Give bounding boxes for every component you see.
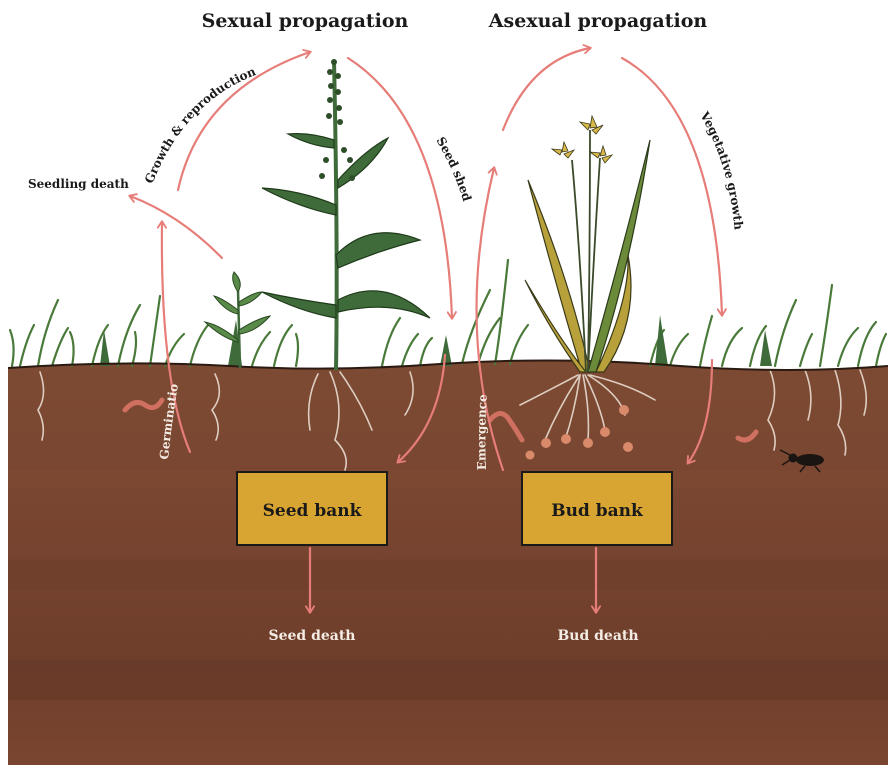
arrow-vegetative-growth bbox=[622, 58, 722, 315]
arrow-seedling-death bbox=[130, 196, 222, 258]
yellow-flower bbox=[552, 116, 612, 163]
label-growth-reproduction: Growth & reproduction bbox=[142, 64, 258, 185]
soil-layer bbox=[8, 360, 888, 765]
seed-bank-label: Seed bank bbox=[263, 501, 363, 521]
title-sexual-propagation: Sexual propagation bbox=[202, 10, 409, 32]
title-asexual-propagation: Asexual propagation bbox=[488, 10, 708, 32]
label-seedling-death: Seedling death bbox=[28, 177, 129, 191]
grass-blades bbox=[100, 315, 772, 366]
arrow-seed-shed bbox=[348, 58, 452, 318]
label-bud-death: Bud death bbox=[557, 628, 638, 644]
arrow-asexual-loop bbox=[503, 48, 590, 130]
bud-bank-box: Bud bank bbox=[522, 472, 672, 545]
label-seed-death: Seed death bbox=[268, 628, 355, 644]
bud-bank-label: Bud bank bbox=[551, 501, 644, 521]
grass-like-plant bbox=[525, 116, 650, 372]
seed-bank-box: Seed bank bbox=[237, 472, 387, 545]
label-seed-shed: Seed shed bbox=[433, 135, 474, 204]
label-emergence: Emergence bbox=[474, 393, 490, 470]
label-vegetative-growth: Vegetative growth bbox=[697, 109, 746, 231]
flowering-plant bbox=[262, 59, 430, 370]
